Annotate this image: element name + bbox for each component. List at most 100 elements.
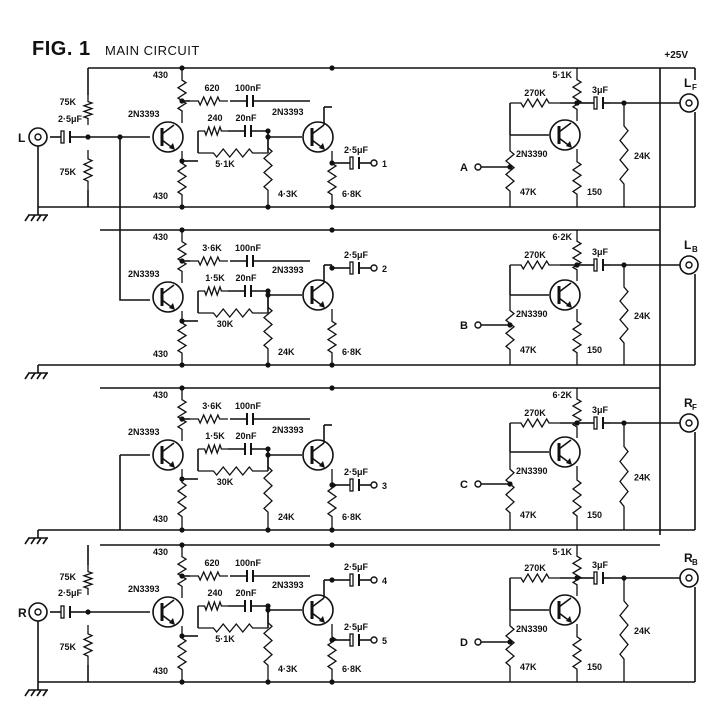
wire (311, 124, 325, 135)
transistor-q2 (302, 121, 334, 153)
transistor-label: 2N3393 (272, 580, 304, 590)
resistor (82, 565, 94, 595)
wire (558, 597, 572, 608)
resistor (198, 285, 228, 297)
terminal (370, 159, 378, 167)
resistor-label: 5·1K (215, 634, 235, 644)
resistor (263, 131, 273, 207)
junction-dot (329, 542, 335, 548)
resistor (190, 570, 228, 582)
capacitor-label: 100nF (235, 558, 262, 568)
resistor (571, 545, 583, 596)
wire (119, 137, 150, 301)
resistor (510, 97, 560, 109)
wire (30, 537, 36, 545)
page-title: FIG. 1 MAIN CIRCUIT (32, 38, 200, 61)
resistor (263, 606, 273, 682)
emitter-arrow (566, 301, 572, 308)
resistor-label: 5·1K (215, 159, 235, 169)
wire (161, 284, 175, 295)
resistor-label: 150 (587, 345, 602, 355)
resistor-label: 430 (153, 191, 168, 201)
resistor-label: 620 (204, 83, 219, 93)
resistor (504, 610, 516, 682)
transistor-q1 (152, 439, 184, 471)
junction-dot (179, 362, 185, 368)
resistor (571, 230, 583, 281)
resistor (176, 68, 188, 123)
wire (30, 689, 36, 697)
transistor-follower (549, 279, 581, 311)
junction-dot (329, 265, 335, 271)
resistor-label: 30K (217, 319, 234, 329)
capacitor-label: 100nF (235, 243, 262, 253)
jack-center (34, 608, 42, 616)
tap-label: D (460, 637, 468, 649)
figure-subtitle: MAIN CIRCUIT (105, 43, 200, 58)
transistor-label: 2N3393 (272, 265, 304, 275)
capacitor-label: 3μF (592, 247, 609, 257)
junction-dot (179, 633, 185, 639)
output-label-sub: F (692, 83, 697, 92)
resistor-label: 75K (59, 642, 76, 652)
tap-label: B (460, 320, 468, 332)
capacitor-plate (349, 478, 354, 492)
resistor-label: 430 (153, 547, 168, 557)
resistor (198, 307, 268, 319)
output-number: 3 (382, 481, 387, 491)
resistor (190, 95, 228, 107)
resistor-label: 430 (153, 390, 168, 400)
junction-dot (329, 679, 335, 685)
junction-dot (507, 481, 513, 487)
capacitor-plate (349, 156, 354, 170)
junction-dot (179, 416, 185, 422)
output-number: 4 (382, 576, 387, 586)
junction-dot (507, 639, 513, 645)
resistor (176, 388, 188, 441)
capacitor-label: 3μF (592, 85, 609, 95)
resistor-label: 6·8K (342, 512, 362, 522)
resistor (504, 295, 516, 365)
resistor-label: 3·6K (202, 243, 222, 253)
resistor-label: 24K (634, 626, 651, 636)
resistor (571, 624, 583, 682)
capacitor-label: 20nF (235, 113, 257, 123)
resistor (198, 443, 228, 455)
capacitor-label: 100nF (235, 83, 262, 93)
junction-dot (574, 420, 580, 426)
junction-dot (329, 482, 335, 488)
capacitor-label: 20nF (235, 431, 257, 441)
resistor-label: 4·3K (278, 664, 298, 674)
wire (36, 689, 42, 697)
resistor-label: 4·3K (278, 189, 298, 199)
resistor-label: 5·1K (552, 70, 572, 80)
output-label: L (684, 238, 691, 252)
jack-center (685, 574, 693, 582)
wire (36, 214, 42, 222)
junction-dot (179, 98, 185, 104)
wire (42, 372, 48, 380)
resistor (571, 388, 583, 438)
transistor-label: 2N3390 (516, 149, 548, 159)
input-label-L: L (18, 131, 25, 145)
junction-dot (265, 679, 271, 685)
capacitor-label: 20nF (235, 588, 257, 598)
resistor-label: 430 (153, 70, 168, 80)
resistor (504, 135, 516, 207)
jack-center (685, 99, 693, 107)
resistor (505, 452, 515, 530)
terminal (370, 576, 378, 584)
junction-dot (179, 158, 185, 164)
resistor (619, 103, 629, 207)
resistor-label: 6·8K (342, 189, 362, 199)
resistor (176, 545, 188, 598)
transistor-label: 2N3393 (128, 427, 160, 437)
figure-number: FIG. 1 (32, 38, 91, 60)
transistor-label: 2N3393 (128, 584, 160, 594)
resistor-label: 430 (153, 666, 168, 676)
junction-dot (179, 318, 185, 324)
capacitor-label: 2·5μF (344, 562, 369, 572)
resistor (190, 413, 228, 425)
terminal (370, 264, 378, 272)
